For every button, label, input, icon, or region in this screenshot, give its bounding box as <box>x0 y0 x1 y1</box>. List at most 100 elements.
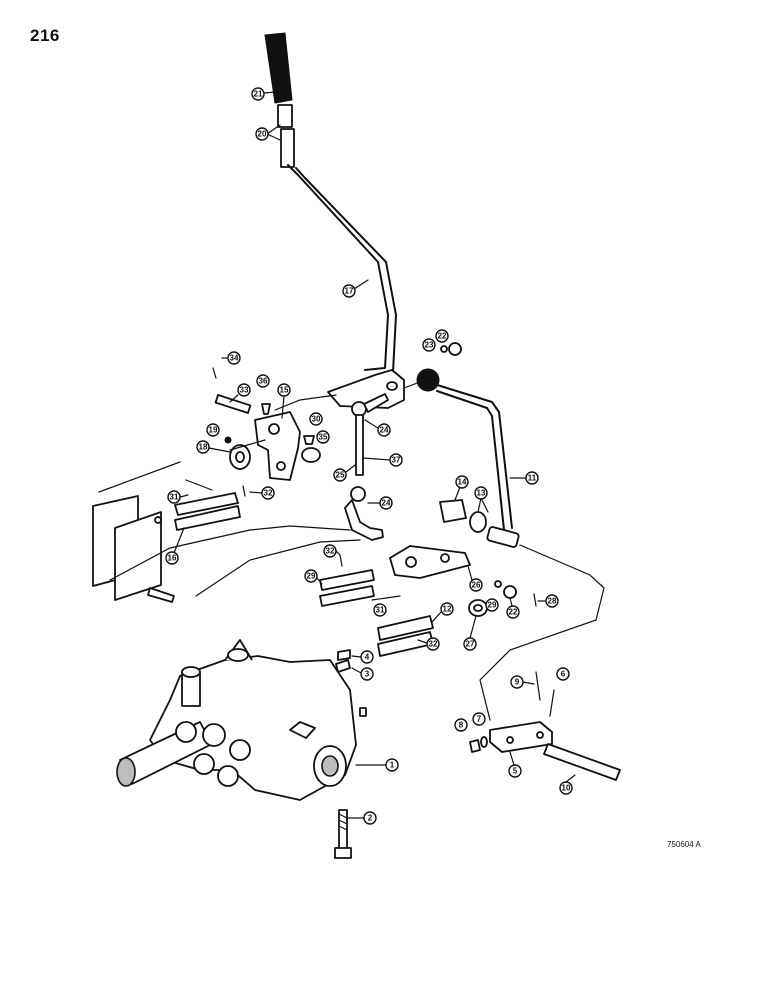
callout-26: 26 <box>467 565 483 592</box>
svg-text:31: 31 <box>170 493 179 502</box>
bolt-31b <box>371 595 401 601</box>
svg-text:7: 7 <box>477 715 482 724</box>
callout-32-upper: 32 <box>249 486 275 500</box>
svg-text:9: 9 <box>515 678 520 687</box>
svg-text:23: 23 <box>425 341 434 350</box>
svg-text:13: 13 <box>477 489 486 498</box>
svg-text:1: 1 <box>390 761 395 770</box>
cotter-pin <box>212 367 217 379</box>
svg-text:15: 15 <box>280 386 289 395</box>
svg-text:18: 18 <box>199 443 208 452</box>
page-number: 216 <box>30 26 60 45</box>
plate-29a <box>319 569 375 591</box>
svg-text:34: 34 <box>230 354 239 363</box>
svg-text:10: 10 <box>562 784 571 793</box>
callout-22-upper: 22 <box>435 329 449 343</box>
svg-text:32: 32 <box>264 489 273 498</box>
svg-text:2: 2 <box>368 814 373 823</box>
svg-text:4: 4 <box>365 653 370 662</box>
callout-5: 5 <box>508 751 522 778</box>
link-assembly <box>344 393 389 541</box>
svg-text:5: 5 <box>513 767 518 776</box>
callout-21: 21 <box>251 87 277 101</box>
svg-text:29: 29 <box>307 572 316 581</box>
washer-4 <box>337 649 351 661</box>
bushing-14 <box>439 499 467 523</box>
mounting-brackets <box>92 479 246 603</box>
control-valve <box>116 639 367 801</box>
callout-17: 17 <box>342 279 369 298</box>
svg-text:31: 31 <box>376 606 385 615</box>
link-plate-upper <box>174 492 239 516</box>
lever-sleeve <box>280 128 295 168</box>
callout-6: 6 <box>556 667 570 681</box>
callout-36: 36 <box>256 374 270 388</box>
callout-31-upper: 31 <box>167 490 189 504</box>
port-fitting-3 <box>193 753 215 775</box>
shaft-10 <box>543 743 621 781</box>
washers-13 <box>469 511 487 533</box>
svg-text:22: 22 <box>438 332 447 341</box>
callouts: 21 20 17 22 23 34 33 36 15 <box>165 87 576 825</box>
callout-37: 37 <box>362 453 403 467</box>
callout-23: 23 <box>422 338 436 352</box>
svg-text:14: 14 <box>458 478 467 487</box>
callout-10: 10 <box>559 774 576 795</box>
pivot-pin <box>214 394 252 414</box>
svg-text:19: 19 <box>209 426 218 435</box>
callout-24-lower: 24 <box>367 496 393 510</box>
svg-text:28: 28 <box>548 597 557 606</box>
drawing-code: 750604 A <box>667 840 701 849</box>
lever-hub <box>486 526 520 548</box>
lower-bracket-assembly <box>469 671 621 781</box>
plate-12a <box>377 615 434 641</box>
callout-12: 12 <box>431 602 454 623</box>
callout-20: 20 <box>255 124 281 141</box>
callout-34: 34 <box>221 351 241 365</box>
callout-24-upper: 24 <box>364 419 391 437</box>
svg-text:16: 16 <box>168 554 177 563</box>
svg-text:26: 26 <box>472 581 481 590</box>
svg-text:33: 33 <box>240 386 249 395</box>
callout-22-lower: 22 <box>506 597 520 619</box>
bracket-5 <box>489 721 553 753</box>
svg-text:8: 8 <box>459 721 464 730</box>
lever-rod <box>287 164 389 371</box>
set-screw <box>224 436 232 444</box>
bracket-front <box>114 511 162 601</box>
svg-text:29: 29 <box>488 601 497 610</box>
cotter-28 <box>533 593 537 607</box>
nut-3 <box>335 659 351 673</box>
adjusting-rod <box>355 414 364 476</box>
pin-9 <box>535 671 541 701</box>
svg-text:22: 22 <box>509 608 518 617</box>
bolt-2 <box>334 809 352 859</box>
svg-text:37: 37 <box>392 456 401 465</box>
callout-30: 30 <box>309 412 323 426</box>
callout-15: 15 <box>277 383 291 419</box>
callout-3: 3 <box>351 667 374 681</box>
callout-1: 1 <box>355 758 399 772</box>
nut-8 <box>469 739 481 753</box>
callout-32-mid: 32 <box>323 544 341 558</box>
reference-lines <box>98 381 605 721</box>
svg-text:6: 6 <box>561 670 566 679</box>
svg-text:21: 21 <box>254 90 263 99</box>
ball-joint-lower <box>350 486 366 502</box>
washer <box>301 447 321 463</box>
callout-29-right: 29 <box>485 598 499 612</box>
port-fitting-1 <box>202 723 226 747</box>
port-fitting-2 <box>229 739 251 761</box>
bolt-6 <box>549 689 555 717</box>
callout-13: 13 <box>474 486 489 513</box>
svg-text:25: 25 <box>336 471 345 480</box>
short-lever-assembly <box>416 342 520 548</box>
svg-text:11: 11 <box>528 474 537 483</box>
svg-text:24: 24 <box>382 499 391 508</box>
link-plate-lower <box>174 505 241 531</box>
grease-fitting <box>261 403 271 415</box>
callout-16: 16 <box>165 527 185 565</box>
svg-text:20: 20 <box>258 130 267 139</box>
callout-28: 28 <box>537 594 559 608</box>
